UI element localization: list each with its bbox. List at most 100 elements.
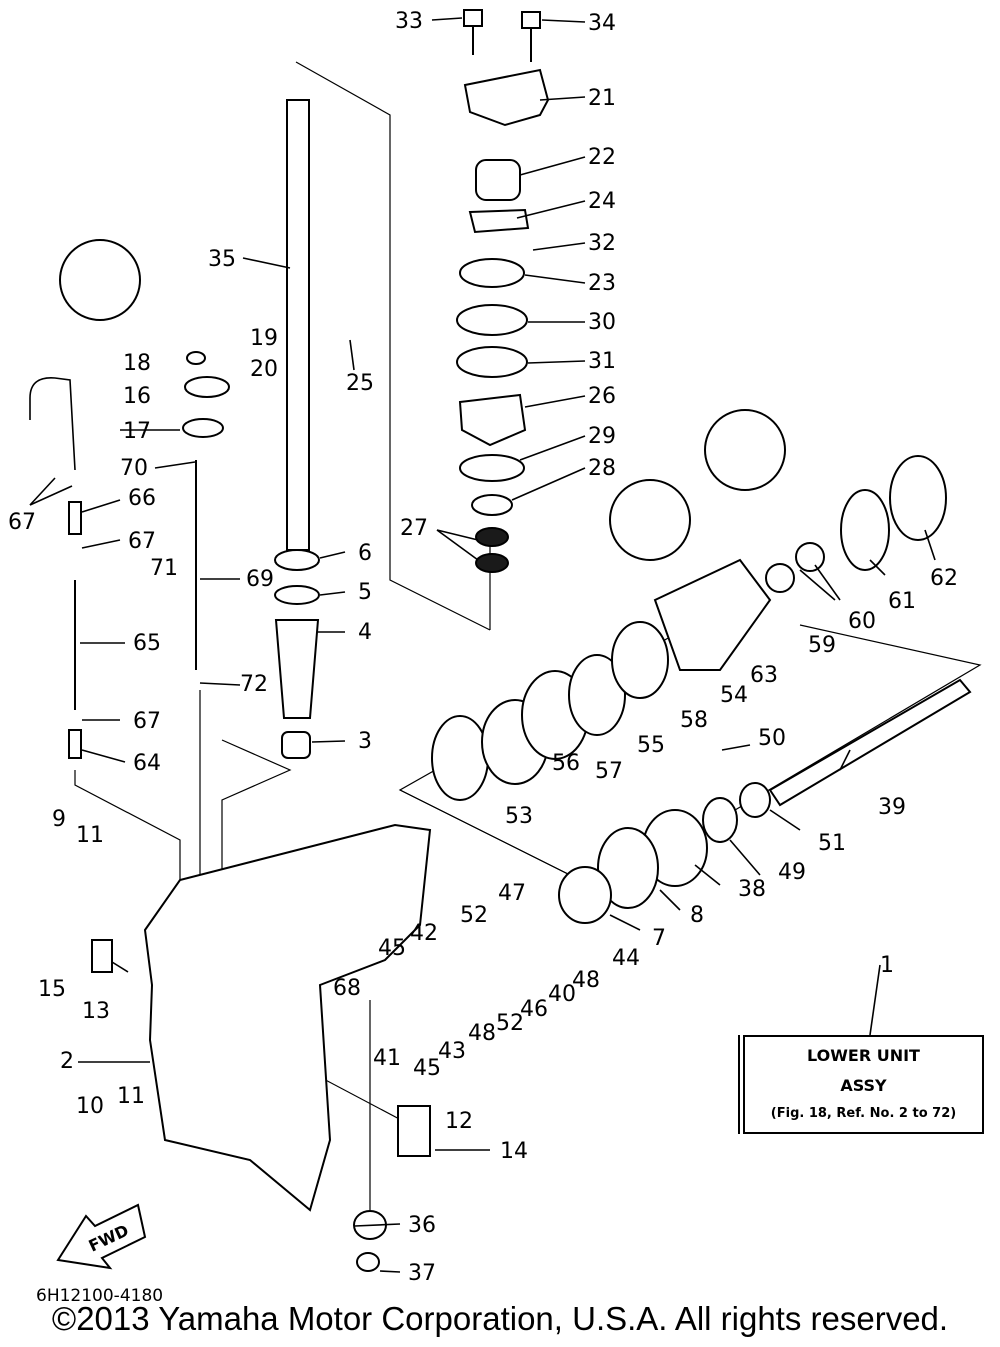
part-8-bearing bbox=[597, 827, 659, 909]
callout-45-a: 45 bbox=[378, 936, 406, 961]
part-30-outer-plate bbox=[456, 304, 528, 336]
part-51-spring bbox=[739, 782, 771, 818]
part-34-bolt bbox=[521, 11, 541, 62]
callout-52-b: 52 bbox=[460, 903, 488, 928]
part-39-propeller-shaft bbox=[768, 678, 972, 807]
callout-18: 18 bbox=[123, 351, 151, 376]
part-3-needle-bearing bbox=[281, 731, 311, 759]
callout-69: 69 bbox=[246, 567, 274, 592]
callout-48-a: 48 bbox=[468, 1021, 496, 1046]
part-23-gasket bbox=[459, 258, 525, 288]
callout-35: 35 bbox=[208, 247, 236, 272]
callout-68: 68 bbox=[333, 976, 361, 1001]
part-12-anode bbox=[397, 1105, 431, 1157]
part-24-impeller bbox=[468, 208, 530, 234]
callout-71: 71 bbox=[150, 556, 178, 581]
callout-3: 3 bbox=[358, 729, 372, 754]
callout-25: 25 bbox=[346, 371, 374, 396]
drawing-code: 6H12100-4180 bbox=[36, 1286, 164, 1306]
callout-31: 31 bbox=[588, 349, 616, 374]
callout-29: 29 bbox=[588, 424, 616, 449]
callout-30: 30 bbox=[588, 310, 616, 335]
part-29-gasket bbox=[459, 454, 525, 482]
part-hose-upper bbox=[29, 377, 76, 471]
callout-67-b: 67 bbox=[128, 529, 156, 554]
callout-66: 66 bbox=[128, 486, 156, 511]
part-5-shim bbox=[274, 585, 320, 605]
callout-43: 43 bbox=[438, 1039, 466, 1064]
callout-48-b: 48 bbox=[572, 968, 600, 993]
detail-circle-seal-orientation-2 bbox=[609, 479, 691, 561]
callout-34: 34 bbox=[588, 11, 616, 36]
ref-box-note: (Fig. 18, Ref. No. 2 to 72) bbox=[770, 1106, 957, 1121]
callout-13: 13 bbox=[82, 999, 110, 1024]
callout-70: 70 bbox=[120, 456, 148, 481]
leader-lines bbox=[29, 17, 936, 1273]
part-4-sleeve bbox=[274, 619, 320, 719]
ref-box-title: LOWER UNIT bbox=[807, 1046, 920, 1065]
callout-53: 53 bbox=[505, 804, 533, 829]
callout-55: 55 bbox=[637, 733, 665, 758]
callout-22: 22 bbox=[588, 145, 616, 170]
callout-33: 33 bbox=[395, 9, 423, 34]
callout-16: 16 bbox=[123, 384, 151, 409]
part-61-washer bbox=[840, 489, 890, 571]
callout-27: 27 bbox=[400, 516, 428, 541]
callout-19: 19 bbox=[250, 326, 278, 351]
callout-72: 72 bbox=[240, 672, 268, 697]
callout-40: 40 bbox=[548, 982, 576, 1007]
callout-6: 6 bbox=[358, 541, 372, 566]
part-6-bearing bbox=[274, 549, 320, 571]
part-27-oil-seal-upper bbox=[475, 527, 509, 547]
callout-44: 44 bbox=[612, 946, 640, 971]
part-33-bolt bbox=[463, 9, 483, 55]
callout-5: 5 bbox=[358, 580, 372, 605]
callout-2: 2 bbox=[60, 1049, 74, 1074]
callout-8: 8 bbox=[690, 903, 704, 928]
callout-67-c: 67 bbox=[133, 709, 161, 734]
callout-21: 21 bbox=[588, 86, 616, 111]
ref-box-subtitle: ASSY bbox=[840, 1076, 887, 1095]
callout-11-a: 11 bbox=[76, 823, 104, 848]
part-7-shim bbox=[558, 866, 612, 924]
callout-50: 50 bbox=[758, 726, 786, 751]
callout-56: 56 bbox=[552, 751, 580, 776]
callout-32: 32 bbox=[588, 231, 616, 256]
part-58-o-ring bbox=[611, 621, 669, 699]
callout-65: 65 bbox=[133, 631, 161, 656]
part-55-ball-bearing bbox=[568, 654, 626, 736]
part-59-needle-bearing bbox=[765, 563, 795, 593]
callout-47: 47 bbox=[498, 881, 526, 906]
callout-38: 38 bbox=[738, 877, 766, 902]
callout-59: 59 bbox=[808, 633, 836, 658]
callout-20: 20 bbox=[250, 357, 278, 382]
callout-61: 61 bbox=[888, 589, 916, 614]
part-2-lower-case bbox=[143, 823, 432, 1212]
part-60-oil-seal bbox=[795, 542, 825, 572]
callout-11-b: 11 bbox=[117, 1084, 145, 1109]
callout-46: 46 bbox=[520, 997, 548, 1022]
callout-42: 42 bbox=[410, 921, 438, 946]
callout-10: 10 bbox=[76, 1094, 104, 1119]
part-62-ring-nut bbox=[889, 455, 947, 541]
callout-37: 37 bbox=[408, 1261, 436, 1286]
callout-41: 41 bbox=[373, 1046, 401, 1071]
callout-39: 39 bbox=[878, 795, 906, 820]
callout-60: 60 bbox=[848, 609, 876, 634]
part-35-drive-shaft bbox=[286, 99, 310, 551]
part-53-reverse-gear bbox=[431, 715, 489, 801]
part-16-bushing-holder bbox=[184, 376, 230, 398]
part-64-fitting bbox=[68, 729, 82, 759]
part-13-anode bbox=[91, 939, 113, 973]
callout-67-a: 67 bbox=[8, 510, 36, 535]
callout-14: 14 bbox=[500, 1139, 528, 1164]
part-22-insert-cartridge bbox=[475, 159, 521, 201]
callout-45-b: 45 bbox=[413, 1056, 441, 1081]
part-54-propeller-shaft-housing bbox=[653, 558, 772, 671]
callout-9: 9 bbox=[52, 807, 66, 832]
part-66-nipple bbox=[68, 501, 82, 535]
callout-62: 62 bbox=[930, 566, 958, 591]
callout-4: 4 bbox=[358, 620, 372, 645]
